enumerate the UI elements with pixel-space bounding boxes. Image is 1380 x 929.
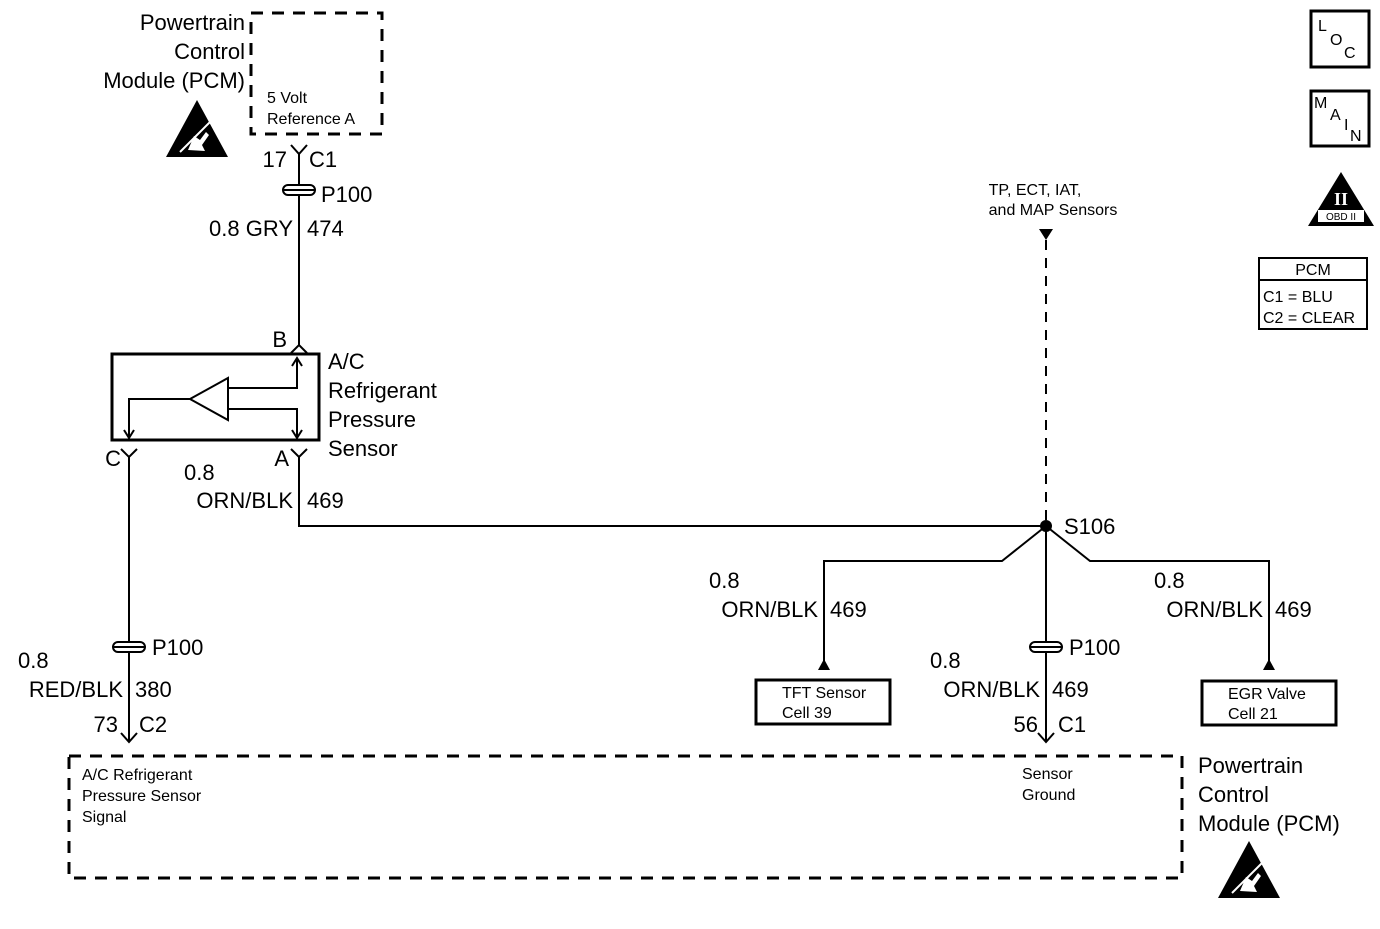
- wire-474-size-color: 0.8 GRY: [209, 216, 293, 241]
- pin-56: 56: [1014, 712, 1038, 737]
- sensor-pin-b: B: [272, 327, 287, 352]
- arrow-down-icon: [1039, 229, 1053, 240]
- wire-380-color: RED/BLK: [29, 677, 123, 702]
- loc-nav-button[interactable]: L O C: [1309, 9, 1371, 69]
- connector-17-c1: [290, 144, 308, 156]
- connector-c1-bottom: C1: [1058, 712, 1086, 737]
- arrow-up-icon: [1263, 659, 1275, 670]
- ground-wire-color: ORN/BLK: [943, 677, 1040, 702]
- obd-ii-label: OBD II: [1326, 212, 1356, 223]
- wire-469-egr: [1045, 525, 1270, 662]
- connector-table-row-c2: C2 = CLEAR: [1263, 310, 1355, 327]
- ground-wire-size: 0.8: [930, 648, 961, 673]
- main-icon[interactable]: [1309, 89, 1371, 148]
- tft-wire-color: ORN/BLK: [721, 597, 818, 622]
- amplifier-symbol: [187, 376, 229, 422]
- egr-valve-ref-1: EGR Valve: [1228, 686, 1306, 703]
- wire-469-main-circuit: 469: [307, 488, 344, 513]
- sensor-name-3: Pressure: [328, 407, 416, 432]
- pcm-ground-label-1: Sensor: [1022, 766, 1073, 783]
- pcm-top-box: [249, 11, 384, 136]
- wire-474-circuit: 474: [307, 216, 344, 241]
- sensor-pin-c: C: [105, 446, 121, 471]
- pcm-bottom-title-3: Module (PCM): [1198, 811, 1340, 836]
- pin-73: 73: [94, 712, 118, 737]
- main-letter-a: A: [1330, 107, 1341, 124]
- pcm-signal-label-1: A/C Refrigerant: [82, 767, 193, 784]
- connector-table-header: PCM: [1295, 262, 1331, 279]
- p100-connector-380: [112, 641, 146, 653]
- wire-469-main-color: ORN/BLK: [196, 488, 293, 513]
- egr-valve-ref-box[interactable]: [1200, 679, 1338, 727]
- p100-label-380: P100: [152, 635, 203, 660]
- main-nav-button[interactable]: M A I N: [1309, 89, 1371, 148]
- sensor-pin-a: A: [274, 446, 289, 471]
- arrow-up-icon: [818, 659, 830, 670]
- connector-73-c2: [120, 732, 138, 744]
- tft-wire-size: 0.8: [709, 568, 740, 593]
- ground-wire-circuit: 469: [1052, 677, 1089, 702]
- wire-380-size: 0.8: [18, 648, 49, 673]
- egr-valve-ref-2: Cell 21: [1228, 706, 1278, 723]
- loc-letter-c: C: [1344, 45, 1356, 62]
- sensor-pin-c-connector: [120, 448, 138, 459]
- pcm-bottom: A/C Refrigerant Pressure Sensor Signal S…: [67, 753, 1340, 898]
- wire-380-circuit: 380: [135, 677, 172, 702]
- tp-sensors-label-2: and MAP Sensors: [989, 202, 1118, 219]
- pin-17: 17: [263, 147, 287, 172]
- egr-wire-color: ORN/BLK: [1166, 597, 1263, 622]
- obd-ii-nav-button[interactable]: II OBD II: [1308, 172, 1374, 226]
- pcm-bottom-title-1: Powertrain: [1198, 753, 1303, 778]
- pcm-top: Powertrain Control Module (PCM) 5 Volt R…: [103, 10, 384, 157]
- sensor-pin-b-connector: [290, 343, 308, 354]
- p100-label-ground: P100: [1069, 635, 1120, 660]
- esd-warning-icon: [166, 100, 228, 157]
- pcm-top-title-3: Module (PCM): [103, 68, 245, 93]
- connector-color-table: PCM C1 = BLU C2 = CLEAR: [1258, 257, 1368, 330]
- loc-icon[interactable]: [1309, 9, 1371, 69]
- loc-letter-o: O: [1330, 32, 1342, 49]
- ac-pressure-sensor: B A/C Refrigerant Pressure Sensor A C: [105, 327, 437, 471]
- wire-469-main-size: 0.8: [184, 460, 215, 485]
- pcm-signal-label-3: Signal: [82, 809, 126, 826]
- sensor-name-2: Refrigerant: [328, 378, 437, 403]
- sensor-name-4: Sensor: [328, 436, 398, 461]
- egr-wire-size: 0.8: [1154, 568, 1185, 593]
- main-letter-m: M: [1314, 95, 1327, 112]
- tft-wire-circuit: 469: [830, 597, 867, 622]
- esd-warning-icon: [1218, 841, 1280, 898]
- obd-ii-numeral: II: [1334, 189, 1348, 209]
- pcm-top-title-2: Control: [174, 39, 245, 64]
- connector-56-c1: [1037, 732, 1055, 744]
- sensor-pin-a-connector: [290, 448, 308, 459]
- tp-sensors-label-1: TP, ECT, IAT,: [989, 182, 1082, 199]
- p100-connector-top: [282, 184, 316, 196]
- connector-c2: C2: [139, 712, 167, 737]
- wire-469-tft: [823, 525, 1047, 662]
- tft-sensor-ref-2: Cell 39: [782, 705, 832, 722]
- p100-label-top: P100: [321, 182, 372, 207]
- main-letter-i: I: [1344, 117, 1348, 134]
- wire-469-main: [298, 457, 1046, 527]
- pcm-top-pin-label-2: Reference A: [267, 111, 355, 128]
- p100-connector-ground: [1029, 641, 1063, 653]
- pcm-bottom-box: [67, 754, 1184, 880]
- egr-wire-circuit: 469: [1275, 597, 1312, 622]
- tft-sensor-ref-box[interactable]: [754, 678, 892, 726]
- pcm-signal-label-2: Pressure Sensor: [82, 788, 202, 805]
- tft-sensor-ref-1: TFT Sensor: [782, 685, 867, 702]
- connector-c1-top: C1: [309, 147, 337, 172]
- pcm-bottom-title-2: Control: [1198, 782, 1269, 807]
- connector-table-row-c1: C1 = BLU: [1263, 289, 1333, 306]
- pcm-top-pin-label-1: 5 Volt: [267, 90, 308, 107]
- pcm-ground-label-2: Ground: [1022, 787, 1075, 804]
- sensor-name-1: A/C: [328, 349, 365, 374]
- pcm-top-title-1: Powertrain: [140, 10, 245, 35]
- splice-s106-label: S106: [1064, 514, 1115, 539]
- loc-letter-l: L: [1318, 18, 1327, 35]
- main-letter-n: N: [1350, 128, 1362, 145]
